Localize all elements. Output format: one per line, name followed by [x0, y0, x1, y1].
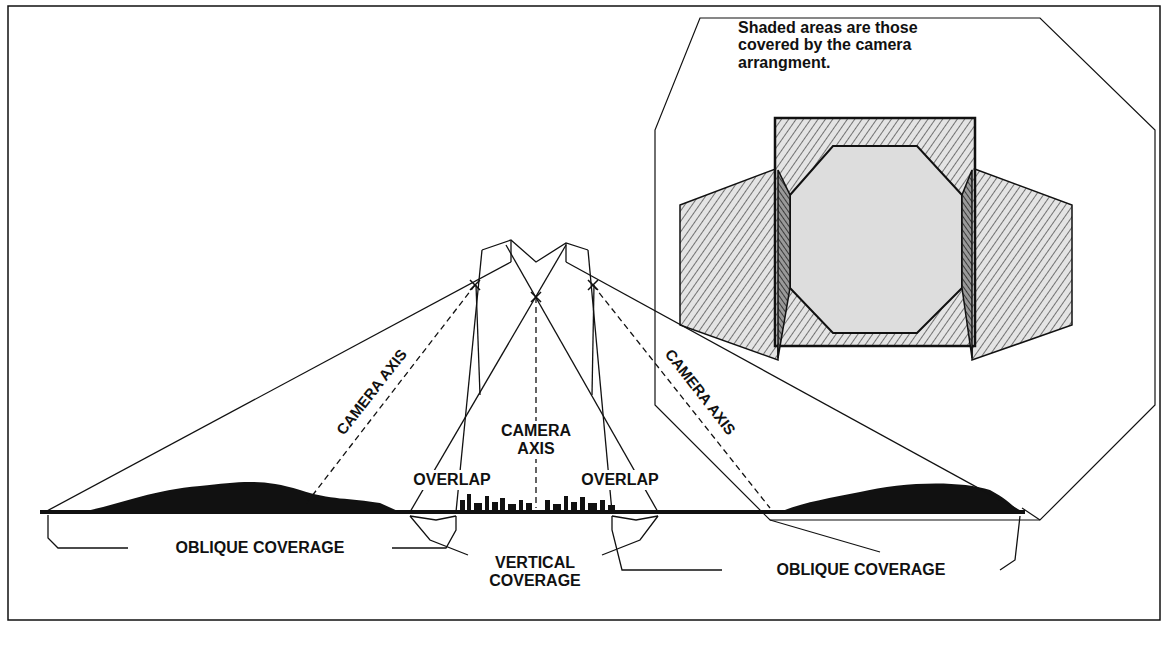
lens-points — [470, 280, 598, 302]
camera-rays — [45, 240, 1022, 512]
coverage-label: VERTICAL COVERAGE — [477, 553, 593, 590]
overlap-label: OVERLAP — [578, 470, 661, 490]
camera-axis-label: CAMERA AXIS — [488, 421, 584, 458]
terrain — [40, 482, 1025, 514]
frame — [8, 6, 1160, 620]
camera-axes — [305, 285, 770, 508]
inset-note: Shaded areas are those covered by the ca… — [735, 18, 931, 73]
coverage-inset — [655, 18, 1155, 552]
city-blocks — [460, 494, 615, 512]
camera-axis-label: CAMERA AXIS — [331, 343, 413, 441]
coverage-label: OBLIQUE COVERAGE — [173, 538, 348, 558]
overlap-label: OVERLAP — [410, 470, 493, 490]
coverage-label: OBLIQUE COVERAGE — [774, 560, 949, 580]
